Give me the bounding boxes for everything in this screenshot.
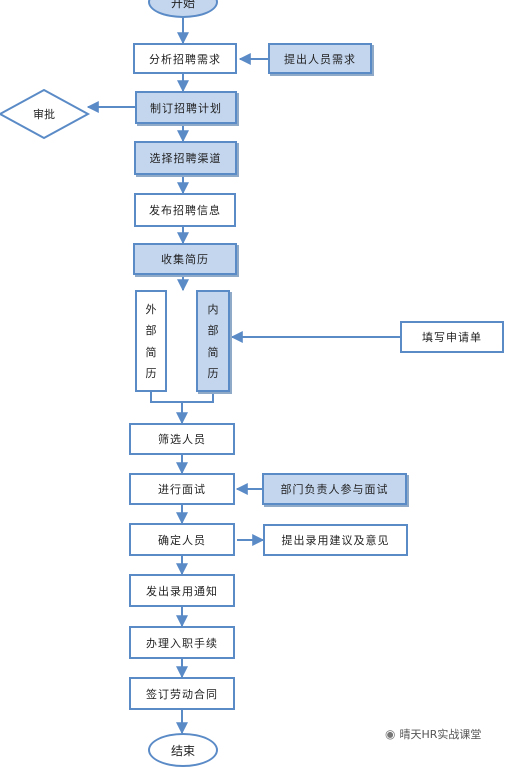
connector-merge <box>150 392 214 403</box>
internal-char-2: 部 <box>207 324 219 338</box>
external-char-2: 部 <box>145 324 157 338</box>
approve-decision: 审批 <box>0 94 88 134</box>
step-onboard: 办理入职手续 <box>129 626 235 659</box>
approve-label: 审批 <box>33 108 55 121</box>
step-analyze: 分析招聘需求 <box>133 43 237 74</box>
step-onboard-label: 办理入职手续 <box>146 636 218 650</box>
step-screen-label: 筛选人员 <box>158 433 206 446</box>
step-confirm-label: 确定人员 <box>158 533 206 547</box>
end-terminal: 结束 <box>148 733 218 767</box>
step-screen: 筛选人员 <box>129 423 235 455</box>
side-request-label: 提出人员需求 <box>284 52 356 66</box>
side-fill-form: 填写申请单 <box>400 321 504 353</box>
side-dept-head: 部门负责人参与面试 <box>262 473 407 505</box>
step-external-resumes: 外 部 简 历 <box>135 290 167 392</box>
step-interview-label: 进行面试 <box>158 483 206 496</box>
step-channel-label: 选择招聘渠道 <box>149 152 222 165</box>
step-publish-label: 发布招聘信息 <box>149 204 221 217</box>
approve-diamond <box>0 88 91 140</box>
side-suggest-label: 提出录用建议及意见 <box>281 534 390 547</box>
side-suggest: 提出录用建议及意见 <box>263 524 408 556</box>
wechat-icon: ◉ <box>385 727 396 741</box>
watermark-text: 晴天HR实战课堂 <box>399 728 482 741</box>
internal-char-1: 内 <box>207 302 219 316</box>
step-plan: 制订招聘计划 <box>135 91 237 124</box>
external-char-1: 外 <box>145 302 157 316</box>
step-collect-label: 收集简历 <box>161 253 209 266</box>
step-offer-label: 发出录用通知 <box>146 584 218 598</box>
step-interview: 进行面试 <box>129 473 235 505</box>
step-channel: 选择招聘渠道 <box>134 141 237 175</box>
step-analyze-label: 分析招聘需求 <box>149 52 221 66</box>
step-contract-label: 签订劳动合同 <box>146 687 218 701</box>
step-offer: 发出录用通知 <box>129 574 235 607</box>
internal-char-3: 简 <box>207 345 219 359</box>
external-char-4: 历 <box>145 367 157 381</box>
step-internal-resumes: 内 部 简 历 <box>196 290 230 392</box>
side-fill-form-label: 填写申请单 <box>422 331 482 344</box>
side-request: 提出人员需求 <box>268 43 372 74</box>
side-dept-head-label: 部门负责人参与面试 <box>280 483 389 496</box>
internal-char-4: 历 <box>207 367 219 381</box>
watermark: ◉ 晴天HR实战课堂 <box>385 726 481 742</box>
start-label: 开始 <box>170 0 195 10</box>
step-plan-label: 制订招聘计划 <box>150 101 222 115</box>
end-label: 结束 <box>170 743 195 758</box>
step-publish: 发布招聘信息 <box>134 193 236 227</box>
step-contract: 签订劳动合同 <box>129 677 235 710</box>
step-collect: 收集简历 <box>133 243 237 275</box>
external-char-3: 简 <box>145 345 157 359</box>
step-confirm: 确定人员 <box>129 523 235 556</box>
